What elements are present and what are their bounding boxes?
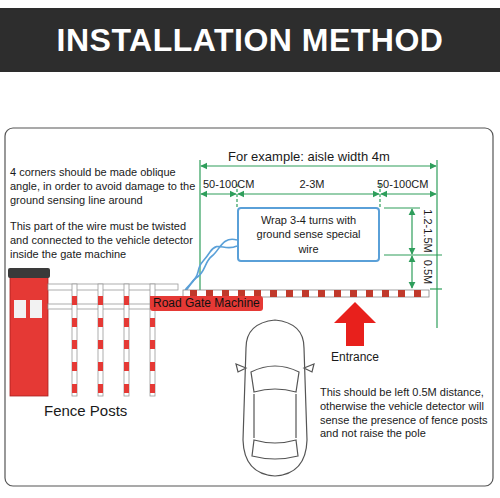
twisted-wire (184, 239, 237, 292)
diagram-frame (5, 128, 493, 486)
drawing-part (381, 193, 436, 194)
fence-post (98, 284, 103, 396)
dimension-label: 50-100CM (377, 178, 439, 192)
drawing-part (30, 300, 42, 318)
gate-machine-label: Road Gate Machine (150, 296, 263, 311)
drawing-part (10, 276, 48, 396)
drawing-part (384, 207, 420, 208)
drawing-part (201, 193, 236, 194)
boom-stripe (302, 290, 309, 297)
drawing-part (243, 320, 307, 476)
wire-note: This part of the wire must be twisted an… (10, 220, 196, 261)
corner-note: 4 corners should be made oblique angle, … (10, 166, 196, 207)
drawing-part (124, 384, 129, 393)
drawing-part (124, 284, 129, 396)
drawing-part (72, 284, 155, 396)
dimension-label: 2-3M (292, 178, 332, 192)
drawing-part (251, 366, 299, 392)
aisle-width-note: For example: aisle width 4m (228, 149, 438, 165)
car-top-view (236, 320, 314, 476)
drawing-part (201, 165, 436, 166)
fence-post (72, 284, 77, 396)
drawing-part (98, 318, 103, 327)
drawing-part (48, 284, 178, 290)
drawing-part (411, 256, 412, 288)
gate-cabinet (8, 268, 50, 396)
boom-stripe (382, 290, 389, 297)
boom-stripe (318, 290, 325, 297)
distance-note: This should be left 0.5M distance, other… (320, 386, 488, 441)
drawing-part (98, 296, 103, 305)
drawing-part (150, 384, 155, 393)
drawing-part (124, 296, 129, 305)
node-text: Wrap 3-4 turns with ground sense special… (239, 211, 378, 258)
drawing-part (150, 340, 155, 349)
entrance-label: Entrance (331, 350, 391, 365)
drawing-part (411, 209, 412, 254)
drawing-part (72, 296, 77, 305)
fence-post (124, 284, 129, 396)
drawing-part (124, 318, 129, 327)
dimension-label: 0.5M (420, 260, 434, 284)
drawing-part (436, 160, 437, 328)
drawing-part (184, 246, 237, 292)
drawing-part (72, 384, 77, 393)
entrance-arrow (334, 302, 376, 346)
drawing-part (384, 254, 442, 255)
boom-stripe (286, 290, 293, 297)
drawing-part (150, 318, 155, 327)
drawing-part (184, 239, 237, 292)
boom-stripe (398, 290, 405, 297)
boom-stripe (366, 290, 373, 297)
drawing-part (72, 318, 77, 327)
dimension-label: 1.2-1.5M (420, 209, 434, 252)
drawing-part (98, 362, 103, 371)
drawing-part (72, 284, 77, 396)
dimension-label: 50-100CM (203, 178, 265, 192)
drawing-part (199, 160, 200, 302)
drawing-part (98, 340, 103, 349)
drawing-part (253, 394, 254, 438)
ground-loop-box: Wrap 3-4 turns with ground sense special… (237, 207, 380, 262)
drawing-part (124, 340, 129, 349)
drawing-part (238, 193, 379, 194)
header-bar (0, 8, 500, 72)
drawing-part (252, 440, 298, 459)
drawing-part (124, 362, 129, 371)
boom-stripe (350, 290, 357, 297)
drawing-part (295, 394, 296, 438)
drawing-part (8, 268, 50, 278)
drawing-part (430, 288, 442, 289)
drawing-part (98, 384, 103, 393)
boom-stripe (414, 290, 421, 297)
drawing-part (72, 340, 77, 349)
drawing-part (72, 362, 77, 371)
boom-stripe (270, 290, 277, 297)
drawing-part (98, 284, 103, 396)
drawing-part (304, 364, 314, 372)
drawing-part (236, 364, 246, 372)
header-title: INSTALLATION METHOD (0, 8, 500, 72)
drawing-part (150, 362, 155, 371)
fence-posts-label: Fence Posts (44, 402, 154, 421)
drawing-part (14, 300, 26, 318)
boom-stripe (334, 290, 341, 297)
